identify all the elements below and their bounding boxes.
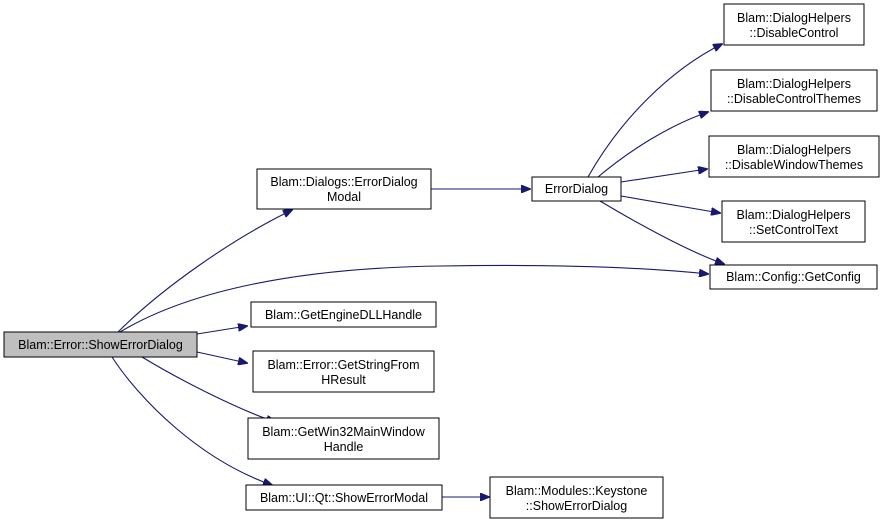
node-box[interactable] bbox=[250, 301, 437, 328]
node-errordialog[interactable]: ErrorDialog bbox=[531, 176, 622, 202]
edge-errordialog-to-disablecontrolthemes bbox=[597, 112, 708, 178]
node-blam-dialogs-errordialogmodal[interactable]: Blam::Dialogs::ErrorDialog Modal bbox=[256, 168, 432, 210]
edge-errordialog-to-disablecontrol bbox=[587, 44, 722, 178]
edge-showerrordialog-to-showerrormodal bbox=[111, 356, 272, 485]
node-blam-dialoghelpers-disablewindowthemes[interactable]: Blam::DialogHelpers ::DisableWindowTheme… bbox=[708, 135, 880, 178]
edge-errordialog-to-getconfig bbox=[599, 200, 724, 264]
node-box[interactable] bbox=[723, 3, 865, 46]
edge-errordialog-to-setcontroltext bbox=[620, 195, 720, 213]
edge-layer bbox=[111, 44, 724, 497]
node-box[interactable] bbox=[721, 200, 866, 243]
node-box[interactable] bbox=[531, 176, 622, 202]
node-layer: Blam::Error::ShowErrorDialog Blam::Dialo… bbox=[3, 3, 880, 519]
node-box[interactable] bbox=[252, 350, 435, 393]
node-blam-config-getconfig[interactable]: Blam::Config::GetConfig bbox=[709, 264, 878, 290]
node-box[interactable] bbox=[709, 264, 878, 290]
node-box[interactable] bbox=[489, 476, 664, 519]
node-blam-ui-qt-showerrormodal[interactable]: Blam::UI::Qt::ShowErrorModal bbox=[245, 484, 443, 511]
node-box bbox=[3, 331, 198, 358]
node-box[interactable] bbox=[245, 484, 443, 511]
edge-showerrordialog-to-getconfig bbox=[119, 264, 708, 333]
node-blam-getenginedllhandle[interactable]: Blam::GetEngineDLLHandle bbox=[250, 301, 437, 328]
node-blam-dialoghelpers-setcontroltext[interactable]: Blam::DialogHelpers ::SetControlText bbox=[721, 200, 866, 243]
node-box[interactable] bbox=[708, 135, 880, 178]
edge-showerrordialog-to-errordialogmodal bbox=[117, 210, 292, 333]
edge-showerrordialog-to-getwin32mainwindowhandle bbox=[141, 356, 275, 422]
node-blam-error-getstringfromhresult[interactable]: Blam::Error::GetStringFrom HResult bbox=[252, 350, 435, 393]
node-blam-dialoghelpers-disablecontrol[interactable]: Blam::DialogHelpers ::DisableControl bbox=[723, 3, 865, 46]
edge-showerrordialog-to-getenginedllhandle bbox=[196, 326, 247, 335]
edge-showerrordialog-to-getstringfromhresult bbox=[196, 351, 247, 363]
node-box[interactable] bbox=[710, 69, 878, 112]
node-blam-error-showerrordialog: Blam::Error::ShowErrorDialog bbox=[3, 331, 198, 358]
node-box[interactable] bbox=[256, 168, 432, 210]
node-blam-modules-keystone-showerrordialog[interactable]: Blam::Modules::Keystone ::ShowErrorDialo… bbox=[489, 476, 664, 519]
node-box[interactable] bbox=[247, 417, 440, 460]
node-blam-dialoghelpers-disablecontrolthemes[interactable]: Blam::DialogHelpers ::DisableControlThem… bbox=[710, 69, 878, 112]
edge-errordialog-to-disablewindowthemes bbox=[620, 169, 707, 183]
node-blam-getwin32mainwindowhandle[interactable]: Blam::GetWin32MainWindow Handle bbox=[247, 417, 440, 460]
